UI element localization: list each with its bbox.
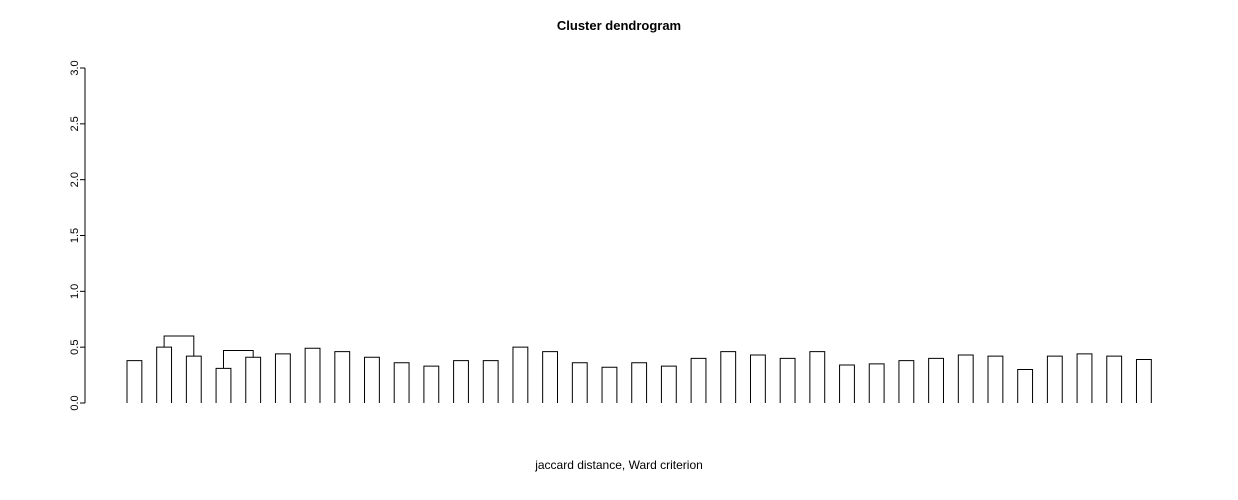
dendrogram-link [660, 365, 677, 403]
dendrogram-link [364, 356, 380, 403]
dendrogram-tree [126, 335, 1152, 403]
dendrogram-link [1076, 353, 1093, 403]
dendrogram-link [512, 346, 529, 403]
dendrogram-link [779, 357, 796, 403]
dendrogram-link [898, 360, 915, 403]
y-axis-tick-label: 1.0 [69, 284, 81, 299]
y-axis-tick-label: 0.5 [69, 340, 81, 355]
dendrogram-link [423, 365, 440, 403]
y-axis-tick-label: 0.0 [69, 395, 81, 410]
dendrogram-link [482, 360, 499, 403]
dendrogram-link [1046, 355, 1063, 403]
dendrogram-link [601, 366, 618, 403]
dendrogram-link [571, 362, 588, 403]
dendrogram-link [720, 351, 737, 403]
dendrogram-link [809, 351, 826, 403]
dendrogram-link [749, 354, 766, 403]
y-axis-tick-label: 1.5 [69, 228, 81, 243]
dendrogram-link [304, 347, 321, 403]
dendrogram-link [453, 360, 469, 403]
dendrogram-link [542, 351, 559, 403]
page-title: Cluster dendrogram [556, 18, 682, 33]
x-axis-label: jaccard distance, Ward criterion [535, 458, 703, 472]
dendrogram-link [215, 367, 232, 403]
dendrogram-link [631, 362, 648, 403]
dendrogram-link [222, 350, 254, 369]
dendrogram-link [126, 360, 143, 403]
y-axis-tick-label: 3.0 [69, 60, 81, 75]
dendrogram-link [334, 351, 351, 403]
dendrogram-link [1135, 358, 1152, 403]
dendrogram-link [957, 354, 974, 403]
dendrogram-link [839, 364, 855, 403]
dendrogram-link [185, 355, 202, 403]
dendrogram-link [274, 353, 291, 403]
dendrogram-link [163, 335, 195, 357]
y-axis-tick-label: 2.0 [69, 172, 81, 187]
dendrogram-link [987, 355, 1004, 403]
dendrogram-link [156, 346, 173, 403]
dendrogram-link [1106, 355, 1123, 403]
dendrogram-link [868, 363, 885, 403]
dendrogram-link [1017, 369, 1034, 403]
y-axis-tick-label: 2.5 [69, 116, 81, 131]
dendrogram-link [393, 362, 410, 403]
dendrogram-link [928, 357, 944, 403]
dendrogram-link [690, 357, 707, 403]
y-axis: 0.0 0.5 1.0 1.5 2.0 2.5 3.0 [69, 60, 86, 411]
dendrogram-link [245, 356, 262, 403]
